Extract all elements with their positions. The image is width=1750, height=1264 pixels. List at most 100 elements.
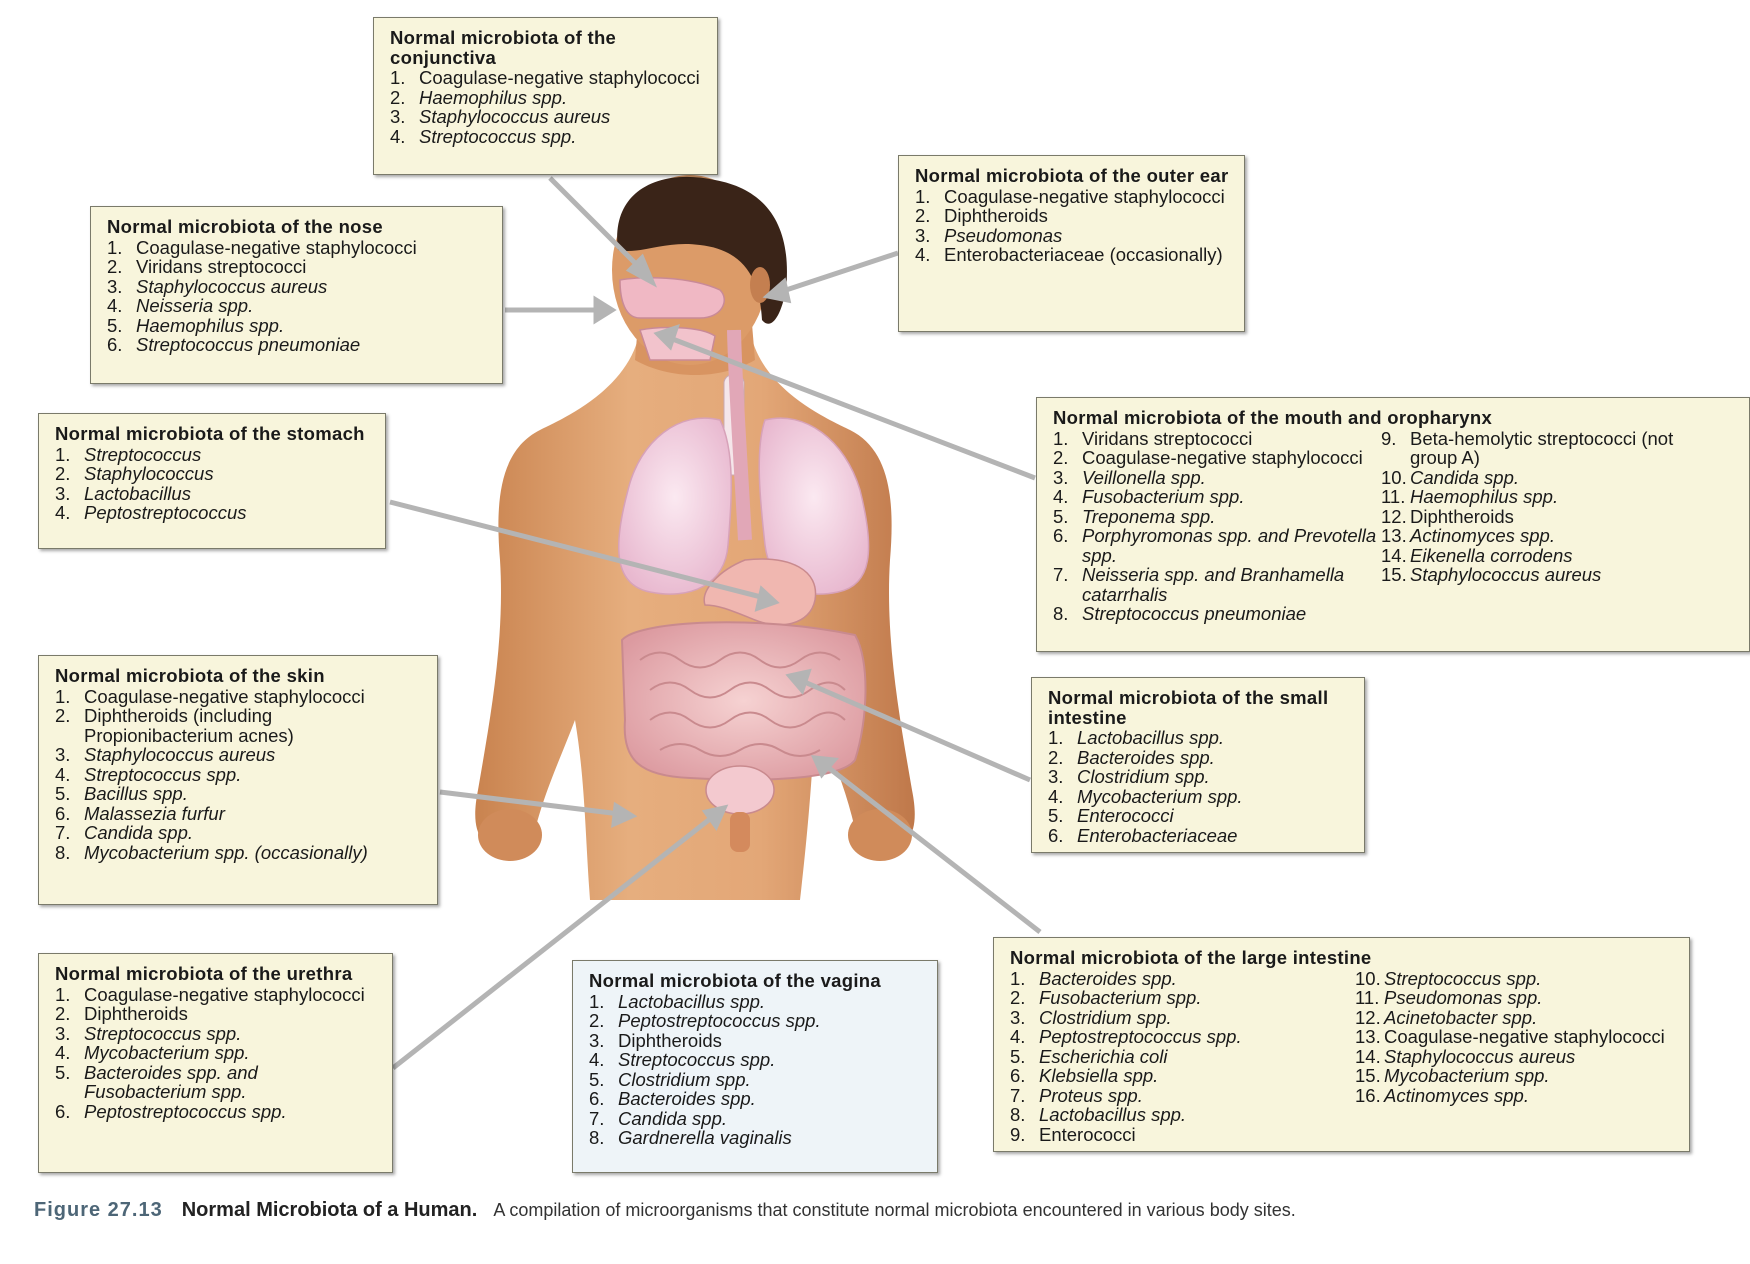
item-number: 10.	[1381, 466, 1407, 488]
microbe-item: 4.Streptococcus spp.	[589, 1050, 923, 1070]
organism-name: Coagulase-negative staphylococci	[136, 236, 417, 258]
microbe-item: 3.Diphtheroids	[589, 1030, 923, 1051]
organism-name: Streptococcus spp.	[419, 125, 577, 147]
microbe-item: 12.Acinetobacter spp.	[1355, 1006, 1675, 1028]
microbe-item: 7.Candida spp.	[55, 823, 423, 843]
item-number: 14.	[1355, 1045, 1381, 1067]
organism-name: Staphylococcus aureus	[1410, 564, 1602, 585]
box-vagina: Normal microbiota of the vagina 1.Lactob…	[572, 960, 938, 1173]
item-number: 7.	[1010, 1084, 1026, 1106]
organism-name: Staphylococcus aureus	[136, 275, 328, 297]
microbe-item: 1.Coagulase-negative staphylococci	[55, 686, 423, 707]
figure-caption: Figure 27.13 Normal Microbiota of a Huma…	[34, 1200, 1744, 1221]
microbe-item: 3.Streptococcus spp.	[55, 1023, 378, 1044]
organism-name: Bacillus spp.	[84, 783, 188, 804]
item-number: 4.	[915, 244, 931, 265]
organism-name: Streptococcus spp.	[1384, 967, 1542, 989]
organism-name: Beta-hemolytic streptococci (not group A…	[1410, 427, 1674, 468]
microbe-item: 2.Coagulase-negative staphylococci	[1053, 448, 1381, 468]
microbe-item: 5.Bacillus spp.	[55, 784, 423, 804]
microbe-item: 10.Candida spp.	[1381, 466, 1721, 488]
microbe-item: 9. Beta-hemolytic streptococci (not group…	[1381, 427, 1721, 468]
item-number: 3.	[55, 744, 71, 765]
item-number: 2.	[915, 205, 931, 226]
item-number: 5.	[1053, 505, 1069, 527]
box-title: Normal microbiota of the vagina	[589, 970, 881, 991]
organism-name: Eikenella corrodens	[1410, 544, 1573, 566]
organism-name: Streptococcus pneumoniae	[136, 334, 361, 355]
organism-name: Diphtheroids	[84, 1003, 188, 1024]
item-number: 8.	[1010, 1104, 1026, 1125]
item-number: 4.	[589, 1049, 605, 1070]
microbe-item: 4.Mycobacterium spp.	[55, 1043, 378, 1063]
item-number: 1.	[107, 236, 123, 258]
microbe-item: 1. Lactobacillus spp.	[1048, 728, 1350, 748]
microbe-item: 3. Clostridium spp.	[1048, 767, 1350, 787]
microbe-list-col2: 10.Streptococcus spp.11.Pseudomonas spp.…	[1355, 967, 1675, 1145]
microbe-item: 7.Proteus spp.	[1010, 1084, 1355, 1106]
organism-name: Candida spp.	[84, 822, 194, 843]
microbe-item: 1.Coagulase-negative staphylococci	[390, 68, 703, 88]
item-number: 1.	[390, 67, 406, 88]
item-number: 11.	[1355, 987, 1380, 1008]
item-number: 12.	[1355, 1006, 1381, 1028]
item-number: 8.	[589, 1127, 605, 1148]
item-number: 7.	[589, 1107, 605, 1129]
organism-name: Streptococcus pneumoniae	[1082, 603, 1307, 624]
item-number: 3.	[1053, 466, 1069, 488]
microbe-item: 6. Enterobacteriaceae	[1048, 824, 1350, 846]
box-skin: Normal microbiota of the skin 1.Coagulas…	[38, 655, 438, 905]
item-number: 9.	[1381, 427, 1397, 449]
item-number: 2.	[55, 463, 71, 484]
item-number: 15.	[1355, 1065, 1381, 1086]
item-number: 13.	[1355, 1026, 1381, 1047]
organism-name: Staphylococcus aureus	[419, 106, 611, 127]
item-number: 6.	[589, 1088, 605, 1109]
microbe-list: 1.Lactobacillus spp.2.Bacteroides spp.3.…	[1048, 728, 1350, 845]
item-number: 1.	[1048, 727, 1064, 748]
microbe-item: 1. Coagulase-negative staphylococci	[107, 236, 488, 258]
item-number: 3.	[390, 106, 406, 127]
microbe-item: 14.Eikenella corrodens	[1381, 544, 1721, 566]
item-number: 4.	[55, 502, 71, 523]
microbe-item: 3.Staphylococcus aureus	[107, 275, 488, 297]
box-small-intestine: Normal microbiota of the small intestine…	[1031, 677, 1365, 853]
box-title: Normal microbiota of the conjunctiva	[390, 27, 617, 68]
microbe-item: 4.Streptococcus spp.	[55, 764, 423, 785]
item-number: 4.	[390, 125, 406, 147]
organism-name: Bacteroides spp.	[1077, 746, 1215, 768]
microbe-item: 3.Lactobacillus	[55, 483, 371, 504]
box-conjunctiva: Normal microbiota of the conjunctiva 1.C…	[373, 17, 718, 175]
item-number: 3.	[1048, 766, 1064, 787]
microbe-item: 14.Staphylococcus aureus	[1355, 1045, 1675, 1067]
microbe-item: 4.Enterobacteriaceae (occasionally)	[915, 245, 1230, 265]
item-number: 6.	[1048, 824, 1064, 846]
organism-name: Lactobacillus spp.	[1077, 727, 1225, 748]
organism-name: Staphylococcus aureus	[84, 744, 276, 765]
organism-name: Diphtheroids (including Propionibacteriu…	[84, 705, 294, 746]
organism-name: Coagulase-negative staphylococci	[84, 983, 365, 1005]
organism-name: Clostridium spp.	[1077, 766, 1210, 787]
organism-name: Mycobacterium spp.	[84, 1042, 250, 1063]
box-title: Normal microbiota of the stomach	[55, 423, 365, 444]
item-number: 12.	[1381, 505, 1407, 527]
item-number: 5.	[589, 1068, 605, 1090]
item-number: 2.	[390, 86, 406, 108]
item-number: 6.	[55, 1100, 71, 1122]
box-stomach: Normal microbiota of the stomach 1.Strep…	[38, 413, 386, 549]
item-number: 2.	[1010, 987, 1026, 1008]
microbe-item: 13.Coagulase-negative staphylococci	[1355, 1027, 1675, 1047]
organism-name: Enterobacteriaceae	[1077, 824, 1238, 846]
item-number: 2.	[107, 256, 123, 277]
organism-name: Streptococcus	[84, 443, 202, 465]
microbe-item: 6.Peptostreptococcus spp.	[55, 1100, 378, 1122]
microbe-item: 7.Neisseria spp. and Branhamella catarrh…	[1053, 565, 1381, 604]
microbe-item: 15.Mycobacterium spp.	[1355, 1066, 1675, 1086]
organism-name: Lactobacillus spp.	[1039, 1104, 1187, 1125]
organism-name: Coagulase-negative staphylococci	[1384, 1026, 1665, 1047]
